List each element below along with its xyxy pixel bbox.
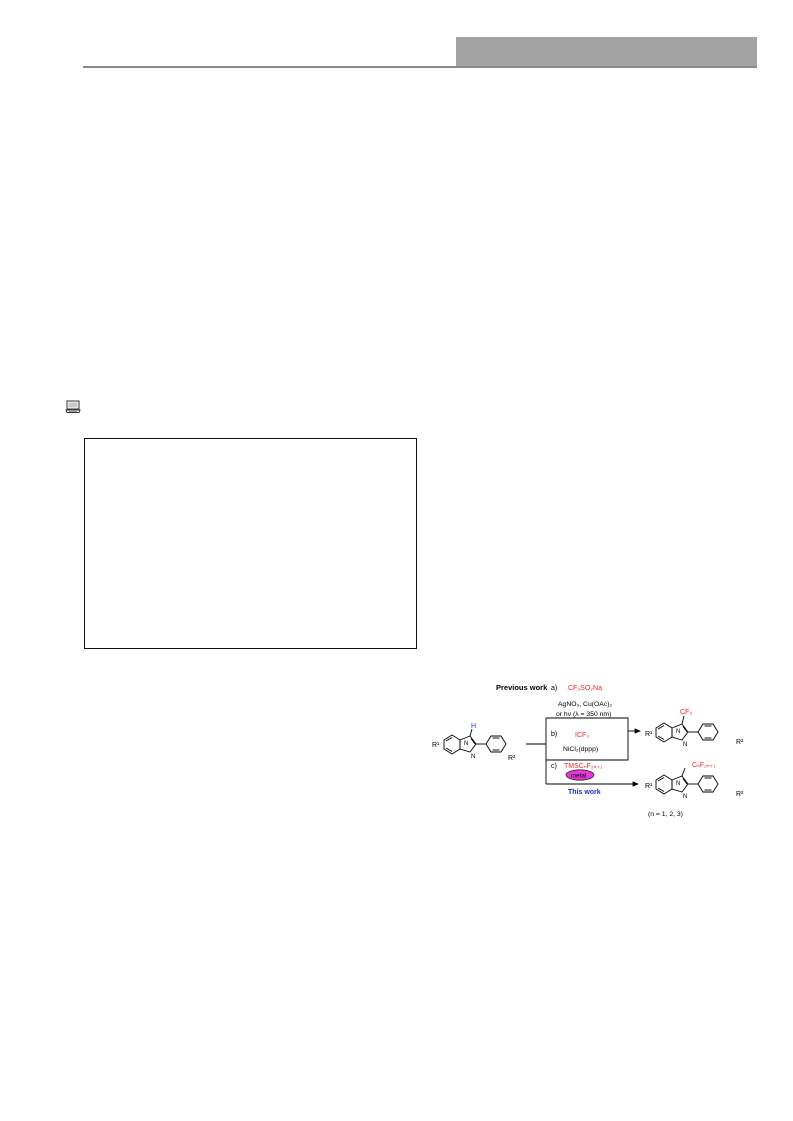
- reaction-routing-lines: [526, 717, 639, 787]
- sm-ring-n2: N: [471, 754, 475, 760]
- starting-material-structure: [443, 728, 507, 755]
- route-a-letter: a): [551, 685, 557, 692]
- n-values-label: (n = 1, 2, 3): [648, 811, 683, 818]
- product-cf3-structure: [655, 715, 719, 743]
- route-b-letter: b): [551, 731, 557, 738]
- prod1-r1-label: R¹: [645, 731, 653, 738]
- laptop-icon: [65, 400, 81, 413]
- prod2-cnf-label: CₙF₂ₙ₊₁: [692, 762, 716, 769]
- prod1-r2-label: R²: [736, 739, 744, 746]
- sm-h-label: H: [471, 723, 476, 730]
- route-a-conditions-2: or hν (λ = 350 nm): [556, 711, 611, 718]
- sm-ring-n: N: [464, 741, 468, 747]
- route-c-metal-label: metal: [571, 773, 586, 780]
- p1-ring-n2: N: [683, 742, 687, 748]
- route-b-reagent: ICF₃: [575, 732, 589, 739]
- route-c-reagent: TMSCₙF₂ₙ₊₁: [564, 763, 603, 770]
- metal-badge: [565, 769, 595, 781]
- route-a-conditions-1: AgNO₃, Cu(OAc)₂: [558, 701, 612, 708]
- header-tab: [456, 37, 757, 68]
- sm-r1-label: R¹: [432, 742, 440, 749]
- this-work-label: This work: [568, 789, 601, 796]
- route-c-letter: c): [551, 763, 557, 770]
- prod2-r2-label: R²: [736, 791, 744, 798]
- header-rule: [83, 66, 757, 68]
- previous-work-label: Previous work: [496, 683, 548, 692]
- reaction-scheme: Previous work a) CF₃SO₂Na AgNO₃, Cu(OAc)…: [428, 676, 774, 824]
- prod2-r1-label: R¹: [645, 783, 653, 790]
- product-cnf-structure: [655, 767, 719, 795]
- sm-r2-label: R²: [508, 755, 516, 762]
- p2-ring-n: N: [676, 781, 680, 787]
- route-a-reagent: CF₃SO₂Na: [568, 685, 602, 692]
- p1-ring-n: N: [676, 729, 680, 735]
- reaction-scheme-graphic: Previous work a) CF₃SO₂Na AgNO₃, Cu(OAc)…: [432, 683, 744, 818]
- p2-ring-n2: N: [683, 794, 687, 800]
- route-b-conditions: NiCl₂(dppp): [563, 746, 598, 753]
- prod1-cf3-label: CF₃: [680, 709, 692, 716]
- figure-frame: [84, 438, 417, 649]
